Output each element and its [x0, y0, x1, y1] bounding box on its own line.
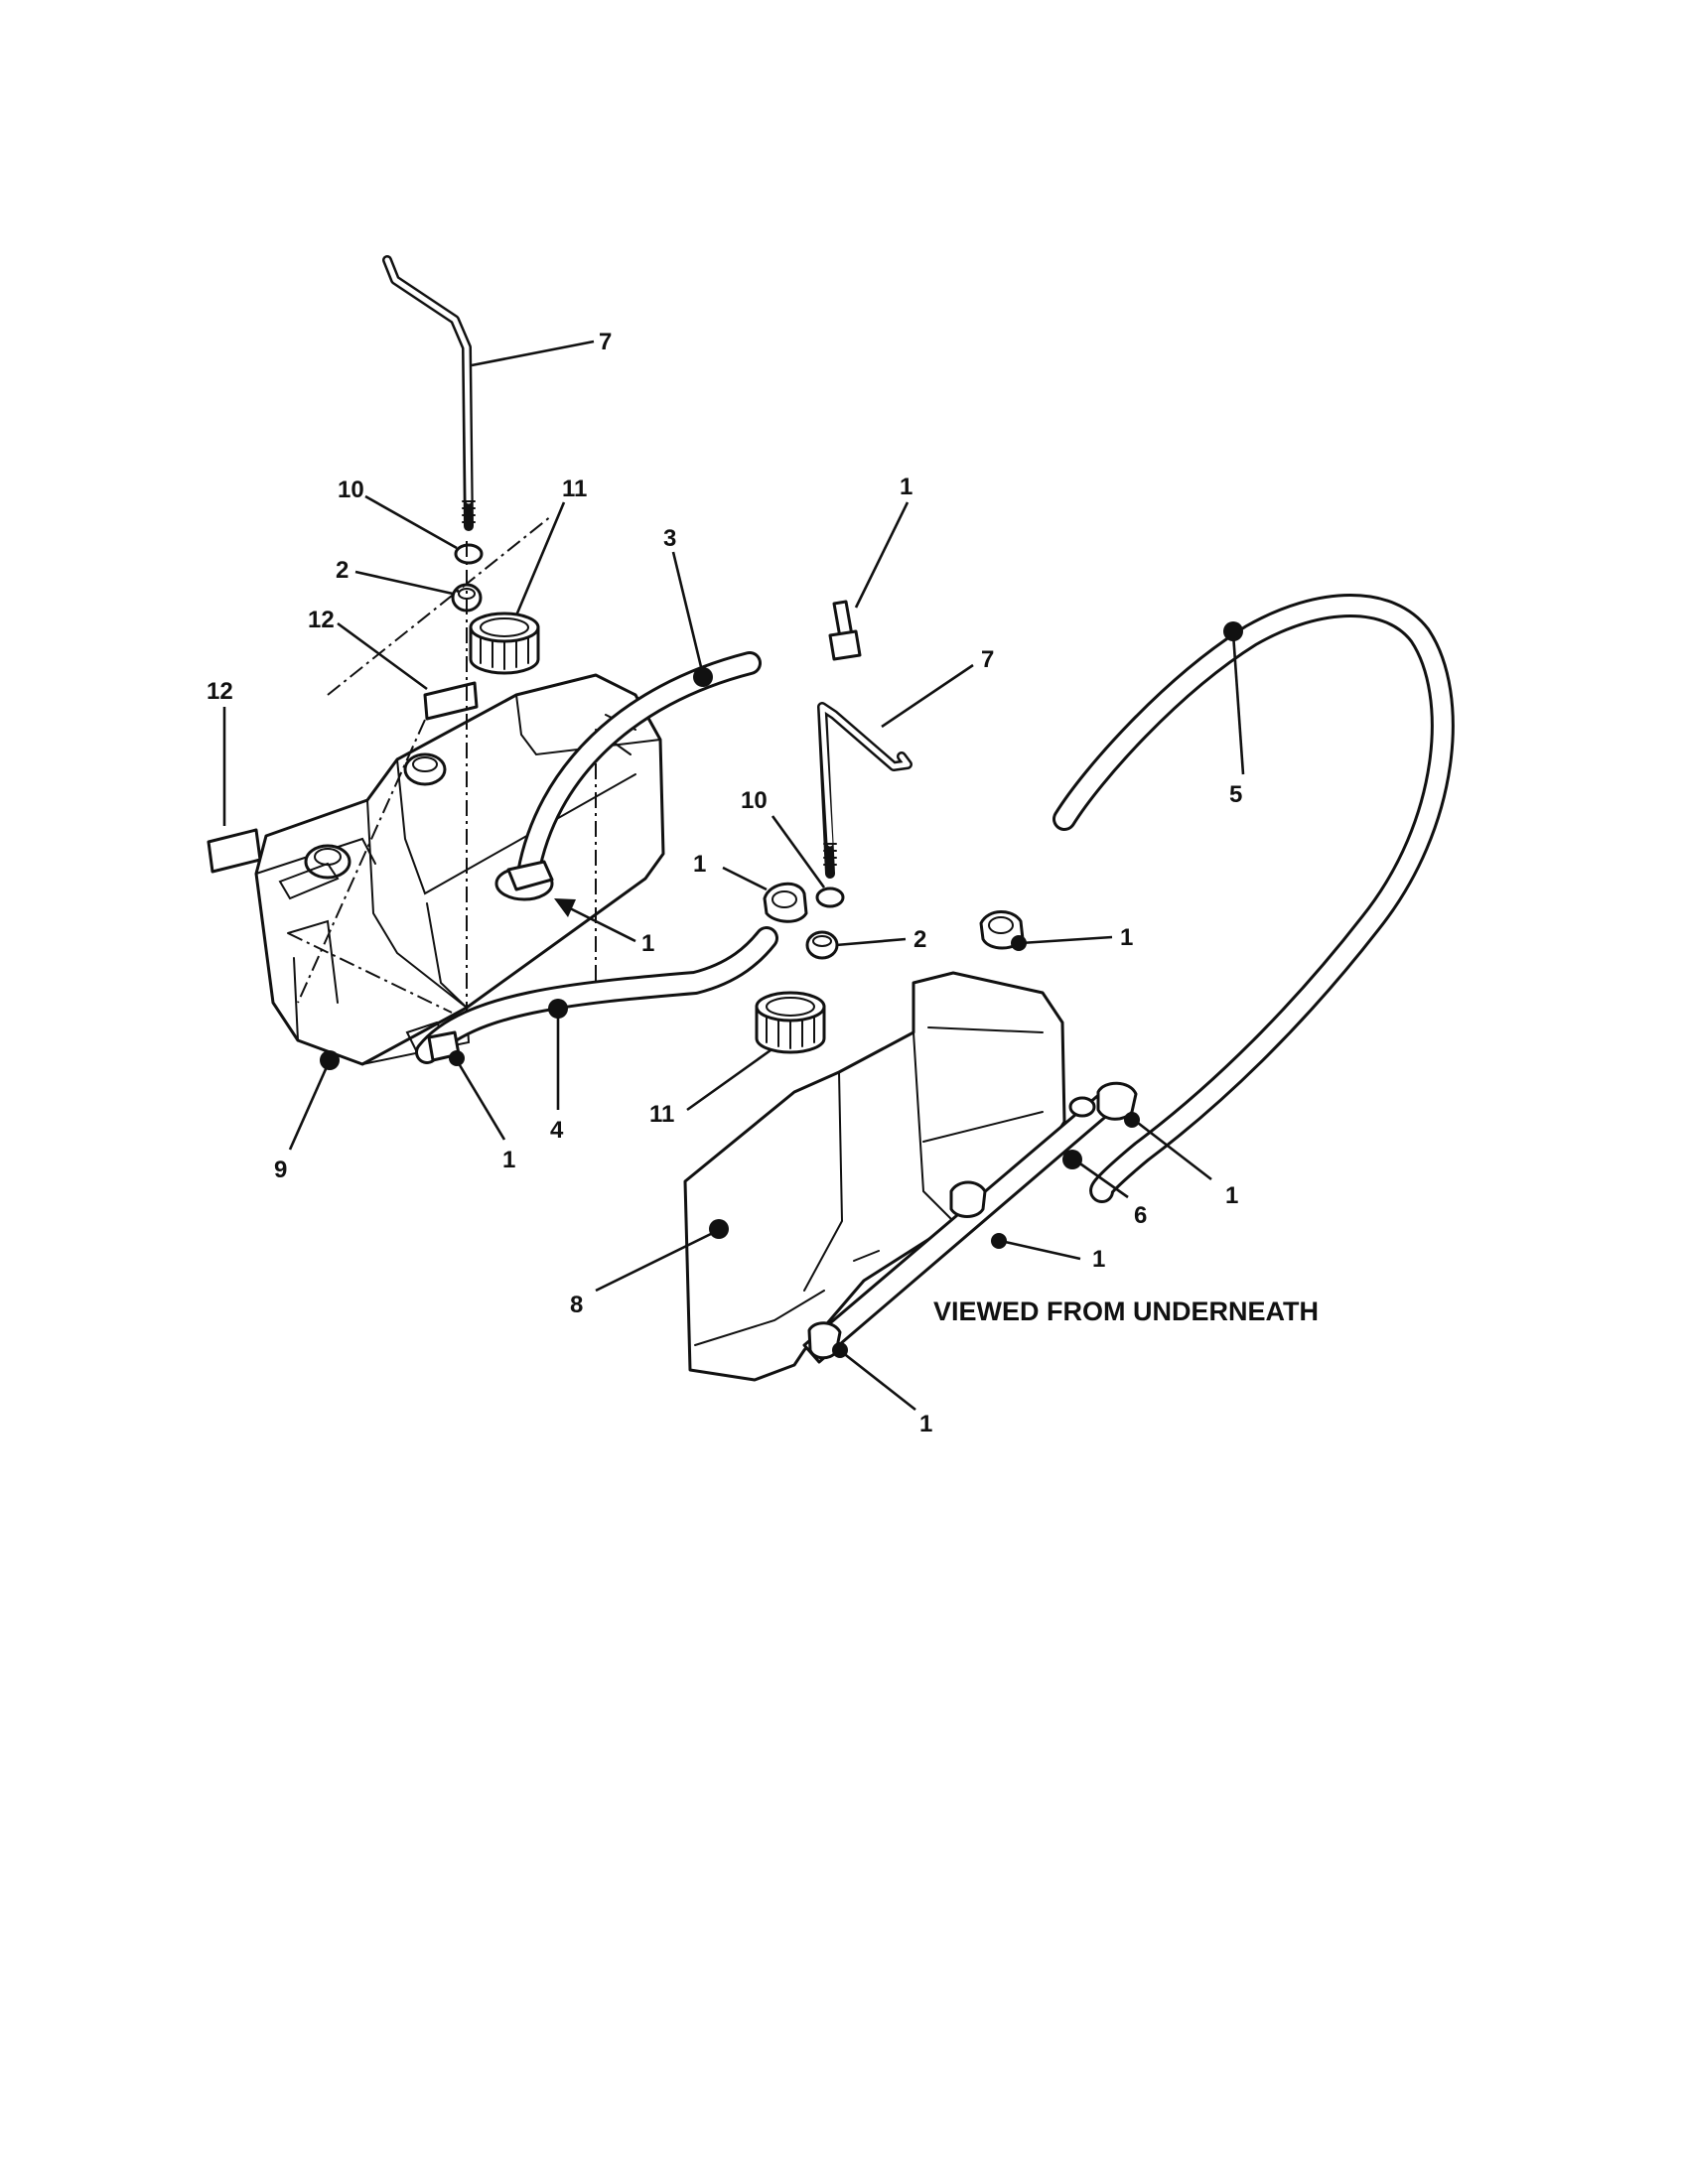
callout-1-tank-left: 1: [641, 930, 654, 957]
fuel-tank-right: [683, 971, 1138, 1382]
fuel-hose-loop: [1052, 594, 1455, 1203]
fuel-cap-left: [469, 612, 540, 675]
callout-7-left: 7: [599, 329, 612, 355]
fuel-cap-center: [755, 991, 826, 1054]
callout-1-right-upper: 1: [1225, 1182, 1238, 1209]
bushing-center: [805, 930, 839, 960]
callout-1-middle-fitting: 1: [1092, 1246, 1105, 1273]
callout-1-bottom: 1: [919, 1411, 932, 1437]
callout-9: 9: [274, 1157, 287, 1183]
callout-1-center-clamp: 1: [693, 851, 706, 878]
decal-upper: [423, 681, 479, 721]
callout-10-center: 10: [741, 787, 768, 814]
viewed-from-underneath-caption: VIEWED FROM UNDERNEATH: [933, 1297, 1319, 1326]
callout-1-left-bottom: 1: [502, 1147, 515, 1173]
callout-2-center: 2: [913, 926, 926, 953]
leader-lines: [222, 340, 1245, 1412]
fuel-pickup-rod-center: [817, 702, 912, 879]
callout-12-upper: 12: [308, 607, 335, 633]
callout-5: 5: [1229, 781, 1242, 808]
callout-11-left: 11: [562, 476, 587, 502]
hose-clamp-left-upper: [506, 860, 554, 891]
callout-4: 4: [550, 1117, 564, 1144]
hose-clamp-center: [763, 883, 808, 923]
washer-left: [454, 543, 484, 565]
callout-1-right-floating: 1: [1120, 924, 1133, 951]
callout-11-center: 11: [649, 1101, 674, 1128]
callout-2-left: 2: [336, 557, 349, 584]
fuel-hose-left: [415, 926, 778, 1064]
callout-10-left: 10: [338, 477, 364, 503]
callout-labels: 7 10 11 2 12 12 3 1 9 1 4 1 7 10 1 2 11 …: [207, 329, 1242, 1437]
callout-8: 8: [570, 1292, 583, 1318]
callout-3: 3: [663, 525, 676, 552]
hose-clip-center-top: [828, 600, 862, 661]
washer-center: [815, 887, 845, 908]
callout-6: 6: [1134, 1202, 1147, 1229]
callout-7-center: 7: [981, 646, 994, 673]
decal-lower: [207, 828, 262, 874]
fuel-pickup-rod-left: [382, 255, 476, 531]
callout-1-center-top: 1: [900, 474, 912, 500]
callout-12-lower: 12: [207, 678, 233, 705]
